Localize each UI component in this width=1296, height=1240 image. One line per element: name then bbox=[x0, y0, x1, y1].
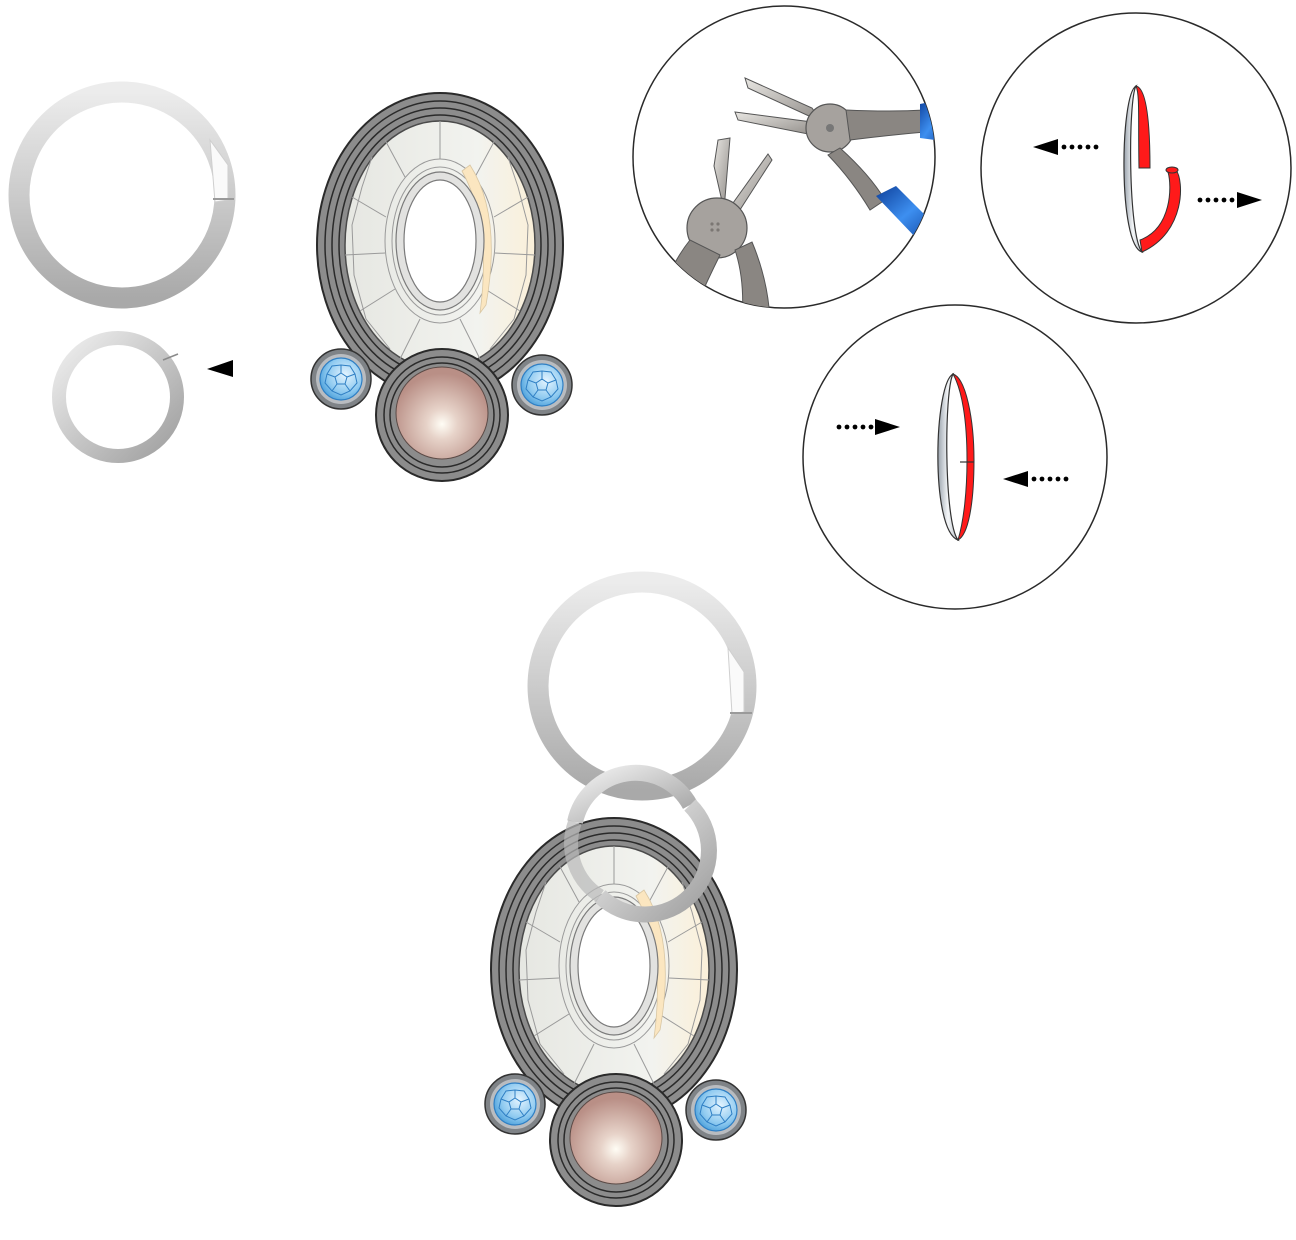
close-ring-circle bbox=[802, 304, 1108, 610]
soutache-pendant bbox=[311, 93, 572, 481]
dotted-arrow-icon bbox=[836, 419, 900, 435]
dotted-arrow-icon bbox=[1033, 139, 1099, 155]
dotted-arrow-icon bbox=[1003, 471, 1069, 487]
split-ring-large bbox=[8, 81, 236, 309]
split-ring-large bbox=[527, 571, 757, 801]
jump-ring-small bbox=[52, 331, 184, 463]
pliers-detail-circle bbox=[632, 5, 936, 309]
components-group bbox=[8, 81, 236, 463]
assembled-group bbox=[485, 571, 757, 1206]
dotted-arrow-icon bbox=[1197, 192, 1262, 208]
open-ring-circle bbox=[980, 12, 1292, 324]
triangle-pointer-icon bbox=[207, 360, 233, 377]
jump-ring-small bbox=[564, 764, 717, 923]
